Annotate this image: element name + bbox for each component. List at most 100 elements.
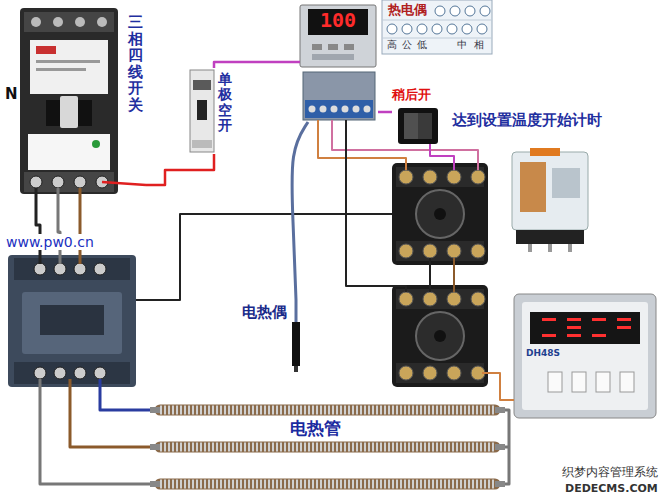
contactor — [8, 255, 136, 387]
three-phase-breaker-part — [52, 176, 64, 188]
model-name: DH48S — [526, 348, 560, 358]
wire-part — [70, 379, 150, 447]
contactor-part — [14, 258, 130, 280]
contactor-part — [94, 263, 106, 275]
neutral-mark: N — [5, 86, 18, 103]
timer-relay-part — [567, 326, 581, 329]
relay-part — [548, 244, 552, 252]
three-phase-breaker-part — [97, 17, 107, 27]
relay-socket-part — [434, 208, 446, 220]
contactor-part — [8, 255, 136, 387]
contactor-part — [14, 362, 130, 384]
three-phase-breaker-part — [30, 40, 108, 94]
device-name: 单极空开 — [218, 72, 232, 134]
three-phase-breaker-part — [75, 17, 85, 27]
relay-socket-part — [416, 312, 464, 360]
timer-relay-part — [596, 372, 610, 392]
watermark: www.pw0.cn — [4, 234, 96, 250]
heating-tube-part — [160, 443, 495, 452]
three-phase-breaker-part — [28, 134, 110, 170]
relay-socket-part — [399, 292, 413, 306]
heating-tube-part — [495, 407, 505, 413]
watermark: 织梦内容管理系统 — [562, 466, 658, 480]
wire-part — [100, 379, 150, 410]
relay — [512, 148, 588, 252]
probe-node: 电热偶 — [240, 300, 312, 372]
relay-socket-part — [447, 366, 461, 380]
relay-socket-part — [396, 363, 484, 383]
terminal-card-part — [382, 0, 492, 54]
terminal-name: 相 — [474, 39, 484, 51]
timer-relay-part — [530, 312, 640, 344]
three-phase-breaker-part — [31, 17, 41, 27]
wire-connector — [292, 122, 308, 300]
rocker-switch-part — [404, 113, 418, 139]
rocker-switch-part — [404, 113, 432, 139]
relay-part — [516, 230, 584, 244]
terminal-card-part — [450, 6, 460, 16]
contactor-part — [54, 263, 66, 275]
relay-socket-part — [423, 244, 437, 258]
terminal-name: 公 — [402, 39, 412, 51]
relay-socket-part — [399, 170, 413, 184]
timer-relay-part — [572, 372, 586, 392]
terminal-card-part — [477, 24, 487, 34]
temperature-controller-part — [312, 44, 322, 50]
relay-socket-part — [447, 292, 461, 306]
terminal-card-node: 热电偶高公低中相 — [382, 0, 492, 54]
display-reading: 100 — [320, 9, 356, 32]
timer-relay-part — [522, 302, 648, 410]
wire — [36, 120, 514, 484]
terminal-card-part — [465, 6, 475, 16]
relay-socket-part — [447, 170, 461, 184]
temperature-controller-part — [303, 72, 375, 120]
single-pole-breaker-part — [193, 80, 211, 90]
single-pole-breaker-part — [190, 70, 214, 152]
wire-part — [102, 182, 146, 185]
wire-part — [79, 188, 82, 264]
relay-part — [530, 148, 560, 156]
controller-node: 100 — [300, 4, 378, 122]
terminal-card-part — [382, 20, 492, 21]
wire-connector — [214, 62, 300, 68]
three-phase-breaker-part — [53, 17, 63, 27]
temperature-controller-part — [331, 106, 338, 113]
note: 达到设置温度开始计时 — [452, 112, 602, 129]
wire-part — [430, 144, 454, 170]
relay-socket-part — [399, 244, 413, 258]
heating-tube-part — [160, 405, 495, 416]
three-phase-breaker-part — [60, 96, 78, 128]
rocker-switch-part — [398, 108, 438, 144]
three-phase-breaker-part — [20, 8, 118, 194]
timer-relay — [514, 294, 656, 418]
relay-socket — [392, 285, 488, 387]
timer-relay-part — [514, 294, 656, 418]
relay-socket-part — [396, 167, 484, 187]
terminal-name: 中 — [457, 39, 467, 51]
terminal-card-part — [435, 6, 445, 16]
contactor-part — [34, 367, 46, 379]
relay-socket-part — [423, 170, 437, 184]
relay-socket-part — [447, 244, 461, 258]
temperature-controller-part — [342, 106, 349, 113]
heating-tube-part — [160, 442, 495, 453]
timer-relay-part — [542, 334, 556, 337]
temperature-controller-part — [312, 54, 354, 60]
thermocouple-probe-part — [292, 322, 300, 366]
temperature-controller-part — [320, 106, 327, 113]
terminal-card-part — [417, 24, 427, 34]
heating-tube-part — [495, 481, 505, 487]
contactor-part — [22, 292, 122, 354]
thermocouple-probe — [292, 300, 300, 372]
thermocouple-probe-part — [295, 300, 298, 322]
terminal-card-part — [480, 6, 490, 16]
heating-tube-part — [160, 479, 495, 490]
timer-relay-part — [592, 318, 606, 321]
watermark: DEDECMS.COM — [565, 483, 658, 496]
temperature-controller-part — [300, 5, 376, 67]
wire-part — [453, 258, 455, 292]
timer-relay-part — [620, 372, 634, 392]
relay-socket-part — [423, 366, 437, 380]
timer-relay-part — [617, 326, 631, 329]
